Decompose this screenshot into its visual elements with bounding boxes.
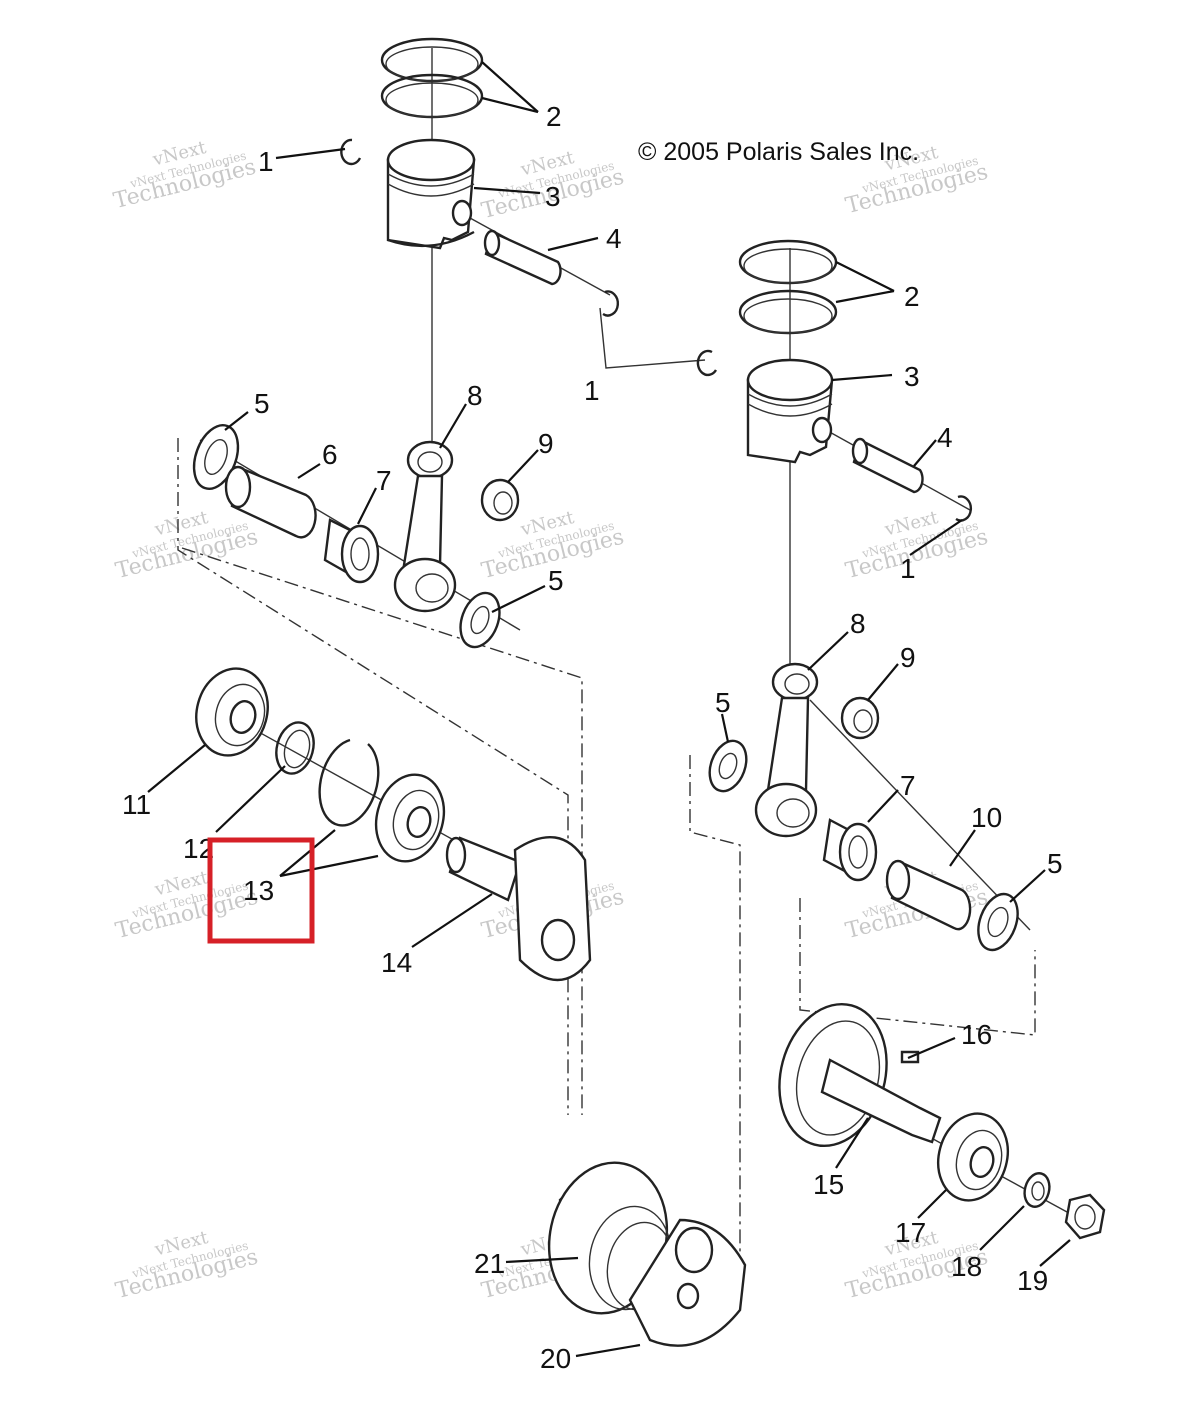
callout-1: 1 (258, 146, 274, 177)
left-circlip-pin (602, 290, 620, 317)
callout-1: 1 (584, 375, 600, 406)
left-thrust-washer-top (192, 424, 240, 490)
main-bearing-17 (937, 1112, 1009, 1202)
callout-20: 20 (540, 1343, 571, 1374)
right-piston-rings (738, 239, 838, 335)
callout-2: 2 (904, 281, 920, 312)
callout-5: 5 (548, 565, 564, 596)
callout-15: 15 (813, 1169, 844, 1200)
callout-9: 9 (538, 428, 554, 459)
right-piston-pin (851, 437, 924, 494)
part-highlight-box (207, 837, 315, 944)
left-crankpin (224, 465, 317, 539)
right-circlip (696, 349, 718, 377)
callout-labels: 1 2 3 4 5 6 7 8 9 5 2 1 3 4 1 11 12 13 1… (122, 101, 1063, 1374)
left-thrust-washer-bottom (459, 591, 501, 649)
right-needle-bearing-small (840, 696, 880, 740)
crank-half-14 (445, 836, 592, 982)
callout-13: 13 (243, 875, 274, 906)
callout-3: 3 (545, 181, 561, 212)
left-connecting-rod (393, 440, 457, 613)
left-piston-rings (380, 37, 484, 119)
washer-18 (1023, 1172, 1051, 1208)
right-piston (746, 358, 834, 464)
callout-6: 6 (322, 439, 338, 470)
callout-11: 11 (122, 789, 151, 820)
callout-3: 3 (904, 361, 920, 392)
leader-lines (147, 61, 1071, 1358)
callout-5: 5 (715, 687, 731, 718)
right-connecting-rod (754, 662, 819, 838)
left-needle-bearing-big (323, 518, 380, 584)
callout-21: 21 (474, 1248, 505, 1279)
snap-ring-12 (275, 721, 315, 775)
right-crankpin (885, 859, 972, 931)
callout-7: 7 (900, 770, 916, 801)
callout-16: 16 (961, 1019, 992, 1050)
callout-10: 10 (971, 802, 1002, 833)
right-needle-bearing-big (822, 818, 878, 882)
callout-2: 2 (546, 101, 562, 132)
callout-9: 9 (900, 642, 916, 673)
right-thrust-washer-left (708, 739, 748, 793)
callout-4: 4 (606, 223, 622, 254)
callout-1: 1 (900, 553, 916, 584)
crankshaft-assembly-20 (547, 1161, 747, 1347)
left-piston-pin (483, 229, 562, 286)
watermark: vNext vNext Technologies Technologies (111, 137, 258, 214)
watermark: vNext vNext Technologies Technologies (113, 1227, 260, 1304)
callout-17: 17 (895, 1217, 926, 1248)
left-needle-bearing-small (480, 478, 520, 522)
callout-5: 5 (1047, 848, 1063, 879)
left-circlip-top (340, 138, 362, 166)
snap-ring-13 (318, 738, 380, 827)
callout-5: 5 (254, 388, 270, 419)
right-thrust-washer-right (977, 892, 1019, 952)
callout-4: 4 (937, 422, 953, 453)
main-bearing-11 (195, 667, 269, 757)
callout-14: 14 (381, 947, 412, 978)
callout-8: 8 (467, 380, 483, 411)
callout-8: 8 (850, 608, 866, 639)
callout-18: 18 (951, 1251, 982, 1282)
crank-half-15 (778, 1002, 942, 1148)
watermark: vNext vNext Technologies Technologies (113, 867, 260, 944)
callout-19: 19 (1017, 1265, 1048, 1296)
nut-19 (1064, 1193, 1106, 1240)
callout-7: 7 (376, 465, 392, 496)
copyright-notice: © 2005 Polaris Sales Inc. (638, 138, 919, 166)
left-piston (386, 138, 476, 250)
main-bearing-13 (374, 773, 446, 863)
